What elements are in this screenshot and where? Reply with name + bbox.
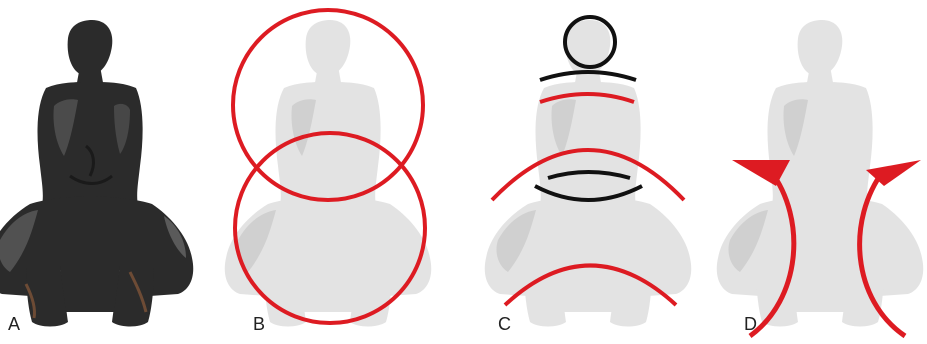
panel-a: A [0, 20, 193, 334]
panel-b: B [225, 10, 431, 334]
statue-faded [225, 20, 431, 327]
panel-label-b: B [253, 314, 265, 334]
panel-label-a: A [8, 314, 20, 334]
statue-bronze [0, 20, 193, 327]
panel-d: D [717, 20, 923, 336]
panel-label-d: D [744, 314, 757, 334]
panel-label-c: C [498, 314, 511, 334]
panel-c: C [485, 17, 691, 334]
